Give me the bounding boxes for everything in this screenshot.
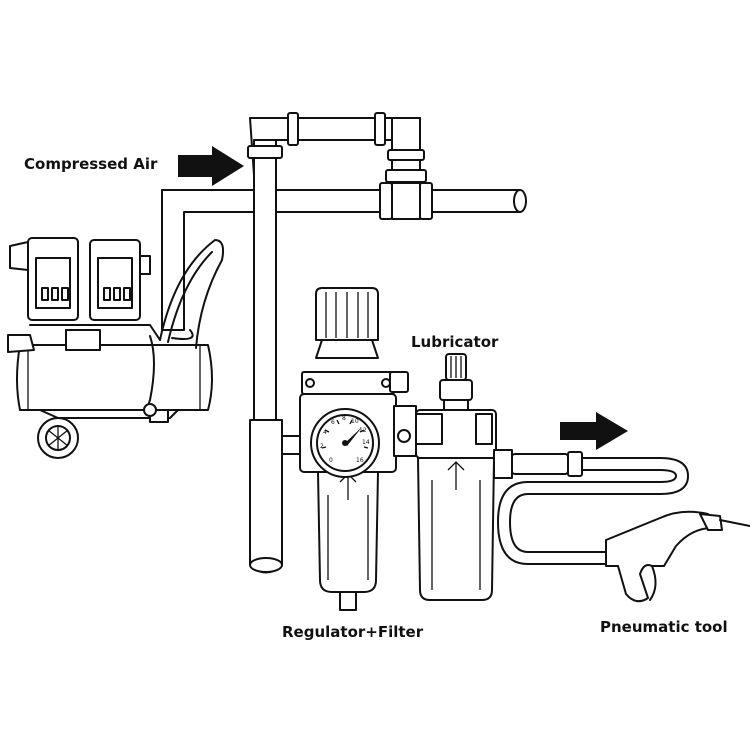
lubricator-unit — [415, 353, 513, 601]
gauge-tick-14: 14 — [362, 439, 370, 446]
compressed-air-arrow — [178, 146, 244, 186]
outlet-flow-arrow — [560, 412, 628, 450]
gauge-tick-16: 16 — [356, 457, 364, 464]
vertical-drop-pipe — [247, 139, 311, 574]
pressure-gauge: 0 2 4 6 8 10 12 14 16 — [310, 408, 380, 478]
upper-pipe-loop — [249, 112, 427, 189]
air-compressor — [7, 237, 225, 459]
air-hose — [497, 451, 689, 565]
label-regulator-filter: Regulator+Filter — [282, 623, 424, 641]
main-horizontal-pipe — [161, 182, 527, 331]
label-lubricator: Lubricator — [411, 333, 499, 351]
gauge-tick-0: 0 — [329, 457, 333, 464]
gauge-tick-10: 10 — [351, 418, 359, 425]
gauge-tick-6: 6 — [331, 419, 335, 426]
gauge-tick-12: 12 — [359, 427, 367, 434]
gauge-tick-2: 2 — [320, 443, 324, 450]
label-pneumatic-tool: Pneumatic tool — [600, 618, 728, 636]
gauge-tick-8: 8 — [342, 415, 346, 422]
gauge-tick-4: 4 — [323, 429, 327, 436]
label-compressed-air: Compressed Air — [24, 155, 158, 173]
pneumatic-tool — [605, 510, 750, 603]
